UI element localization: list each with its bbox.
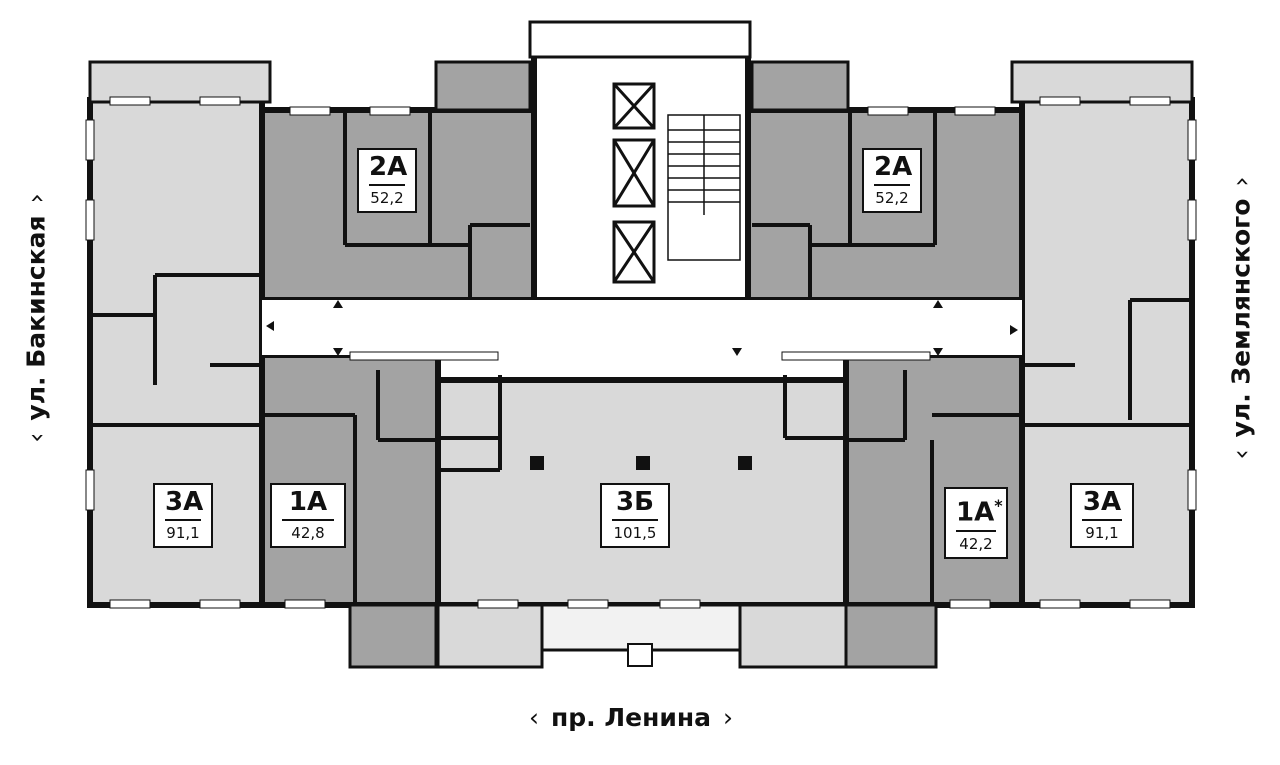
apartment-type: 2А bbox=[369, 152, 407, 186]
apartment-label-3a-right[interactable]: 3А 91,1 bbox=[1070, 483, 1134, 548]
corridor bbox=[262, 300, 1022, 355]
apartment-type: 1А bbox=[282, 487, 334, 521]
columns bbox=[530, 456, 752, 470]
chevron-left-icon: ‹ bbox=[1226, 449, 1256, 460]
staircase bbox=[667, 114, 741, 261]
apartment-1a-left-area[interactable] bbox=[259, 352, 441, 608]
entrance-marker bbox=[627, 643, 653, 667]
apartment-type: 1А* bbox=[956, 491, 1003, 532]
windows bbox=[85, 96, 1197, 609]
watermark: циан bbox=[972, 630, 1093, 676]
partitions bbox=[92, 112, 1190, 603]
apartment-label-2a-right[interactable]: 2А 52,2 bbox=[862, 148, 922, 213]
street-name: пр. Ленина bbox=[551, 703, 712, 732]
apartment-type: 3А bbox=[1082, 487, 1122, 521]
chevron-left-icon: ‹ bbox=[529, 703, 539, 732]
apartment-label-2a-left[interactable]: 2А 52,2 bbox=[357, 148, 417, 213]
asterisk-marker: * bbox=[994, 496, 1003, 515]
street-label-right: ‹ ул. Землянского › bbox=[1227, 165, 1256, 472]
apartment-area: 91,1 bbox=[1085, 524, 1119, 542]
corridor-arrows bbox=[266, 300, 1018, 356]
apartment-label-3a-left[interactable]: 3А 91,1 bbox=[153, 483, 213, 548]
apartment-type: 3Б bbox=[612, 487, 658, 521]
elevators bbox=[612, 82, 656, 284]
apartment-area: 91,1 bbox=[166, 524, 200, 542]
apartment-area: 42,2 bbox=[959, 534, 993, 553]
apartment-type: 3А bbox=[165, 487, 203, 521]
chevron-left-icon: ‹ bbox=[21, 432, 51, 443]
chevron-right-icon: › bbox=[21, 193, 51, 204]
apartment-label-1a-star[interactable]: 1А* 42,2 bbox=[944, 487, 1008, 559]
street-label-bottom: ‹ пр. Ленина › bbox=[517, 703, 745, 732]
apartment-area: 101,5 bbox=[613, 524, 657, 542]
apartment-area: 42,8 bbox=[291, 524, 325, 542]
apartment-3a-right-area[interactable] bbox=[1019, 97, 1195, 608]
chevron-right-icon: › bbox=[1226, 176, 1256, 187]
apartment-area: 52,2 bbox=[370, 189, 404, 207]
street-name: ул. Бакинская bbox=[21, 215, 51, 421]
apartment-label-3b[interactable]: 3Б 101,5 bbox=[600, 483, 670, 548]
street-name: ул. Землянского bbox=[1226, 198, 1256, 438]
apartment-area: 52,2 bbox=[875, 189, 909, 207]
street-label-left: ‹ ул. Бакинская › bbox=[22, 181, 51, 454]
balconies bbox=[88, 20, 1194, 669]
chevron-right-icon: › bbox=[723, 703, 734, 732]
apartment-type: 2А bbox=[874, 152, 912, 186]
apartment-label-1a-left[interactable]: 1А 42,8 bbox=[270, 483, 346, 548]
